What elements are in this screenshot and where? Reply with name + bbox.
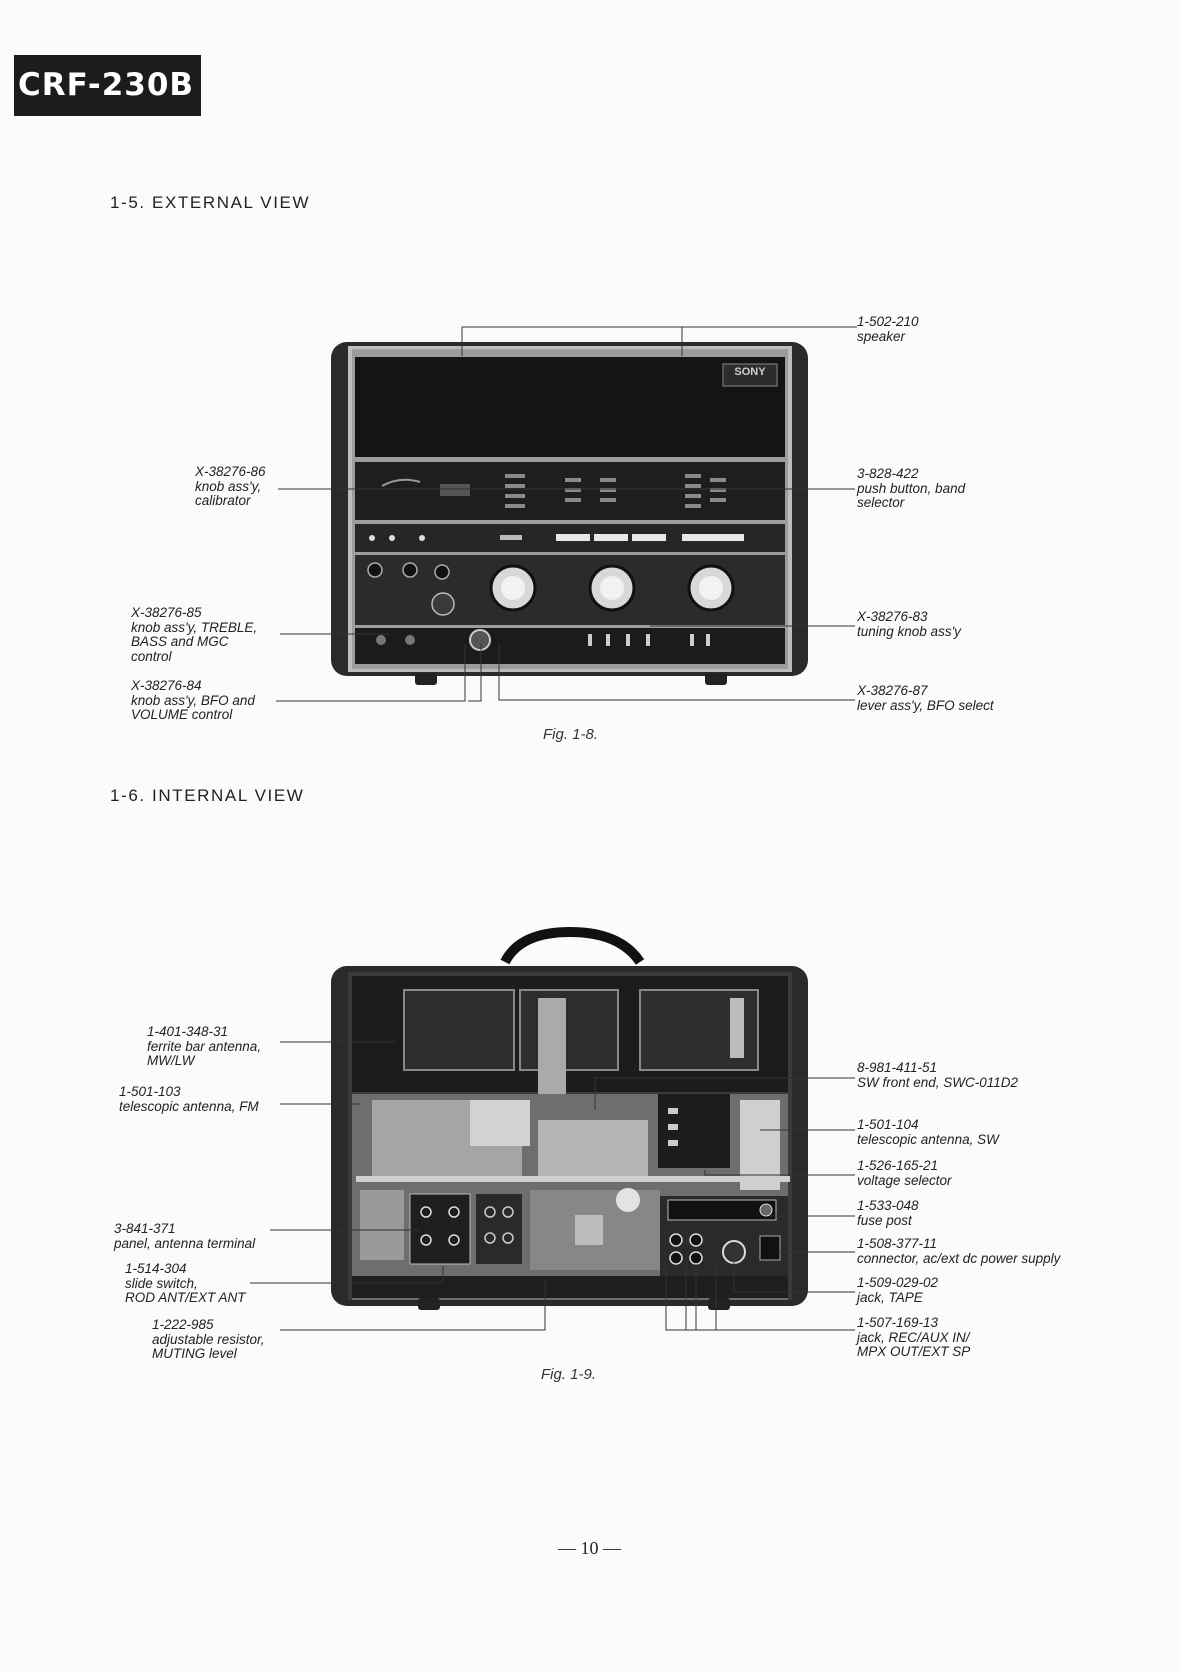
volume-knob (469, 629, 491, 651)
page-number: — 10 — (558, 1538, 621, 1558)
tuning-knobs (489, 564, 735, 612)
band-selector-buttons (556, 534, 744, 541)
section-heading-internal: 1-6. INTERNAL VIEW (110, 786, 305, 805)
sony-logo: SONY (734, 366, 766, 378)
treble-bass-knobs (367, 562, 450, 580)
model-tag: CRF-230B (14, 55, 201, 116)
caption-fig-1-9: Fig. 1-9. (541, 1366, 597, 1383)
speaker-grille (355, 357, 785, 457)
section-heading-external: 1-5. EXTERNAL VIEW (110, 193, 311, 212)
caption-fig-1-8: Fig. 1-8. (543, 726, 599, 743)
